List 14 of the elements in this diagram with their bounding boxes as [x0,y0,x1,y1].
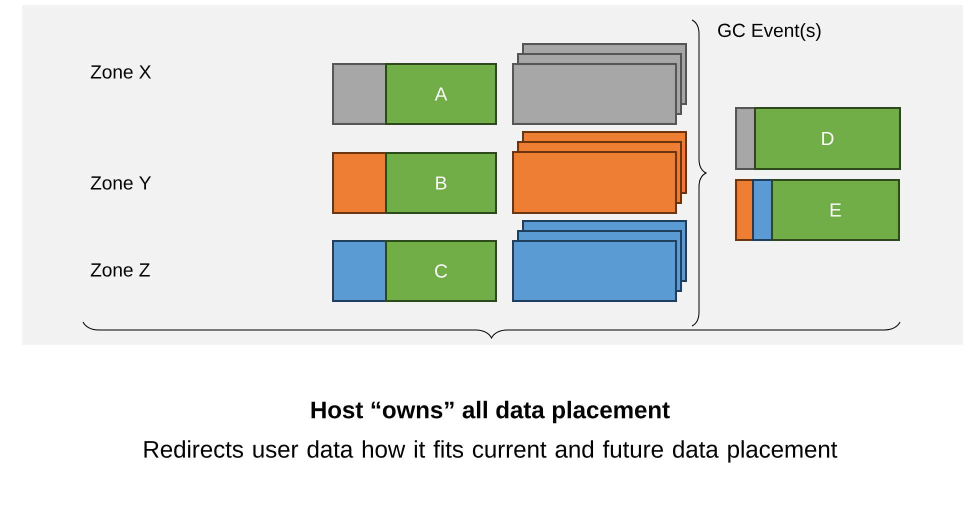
text-label: Zone X [90,65,152,79]
text-label: GC Event(s) [718,23,821,41]
block-stack [512,220,687,302]
storage-block: E [735,179,900,241]
text-label: Zone Z [90,263,150,277]
storage-block: D [735,107,901,170]
storage-block: B [332,152,497,214]
block-stack [512,43,687,125]
caption: Redirects user data how it fits current and future data placement [144,440,838,463]
text-label: Zone Y [90,176,152,190]
storage-block: A [332,63,497,125]
storage-block: C [332,240,497,302]
block-stack [512,131,687,214]
heading: Host “owns” all data placement [312,400,670,424]
